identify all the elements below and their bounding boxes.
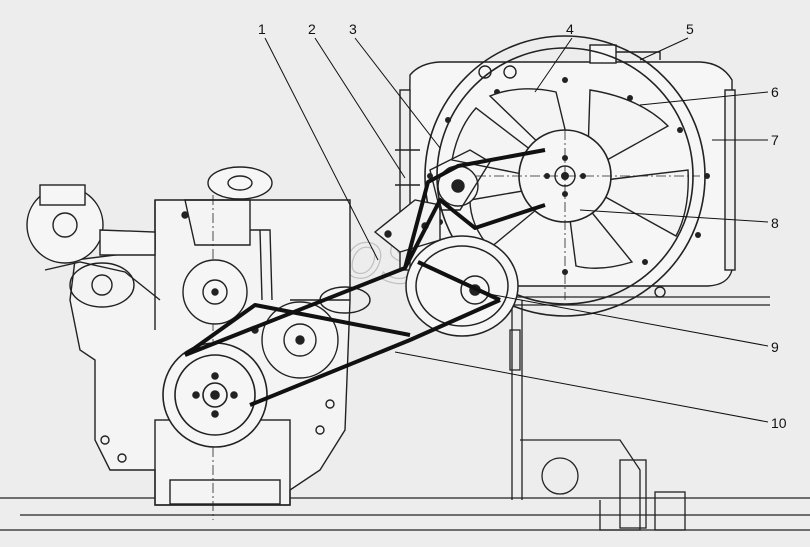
callout-3: 3 (349, 21, 357, 37)
callout-6: 6 (771, 84, 779, 100)
leader-lines (264, 37, 769, 423)
fan-hub (440, 129, 700, 300)
callout-1: 1 (258, 21, 266, 37)
turbocharger (26, 184, 161, 308)
callout-10: 10 (771, 415, 787, 431)
callout-4: 4 (566, 21, 574, 37)
accessory-pulley (182, 259, 248, 325)
intake-manifold (184, 166, 273, 301)
callout-8: 8 (771, 215, 779, 231)
callout-2: 2 (308, 21, 316, 37)
alternator (261, 286, 371, 379)
callout-5: 5 (686, 21, 694, 37)
callout-labels: 1 2 3 4 5 6 7 8 9 10 (258, 21, 787, 431)
crankshaft-pulley (162, 342, 268, 448)
water-pump-pulley (405, 235, 519, 337)
callout-9: 9 (771, 339, 779, 355)
callout-7: 7 (771, 132, 779, 148)
fan-blades (451, 88, 689, 269)
